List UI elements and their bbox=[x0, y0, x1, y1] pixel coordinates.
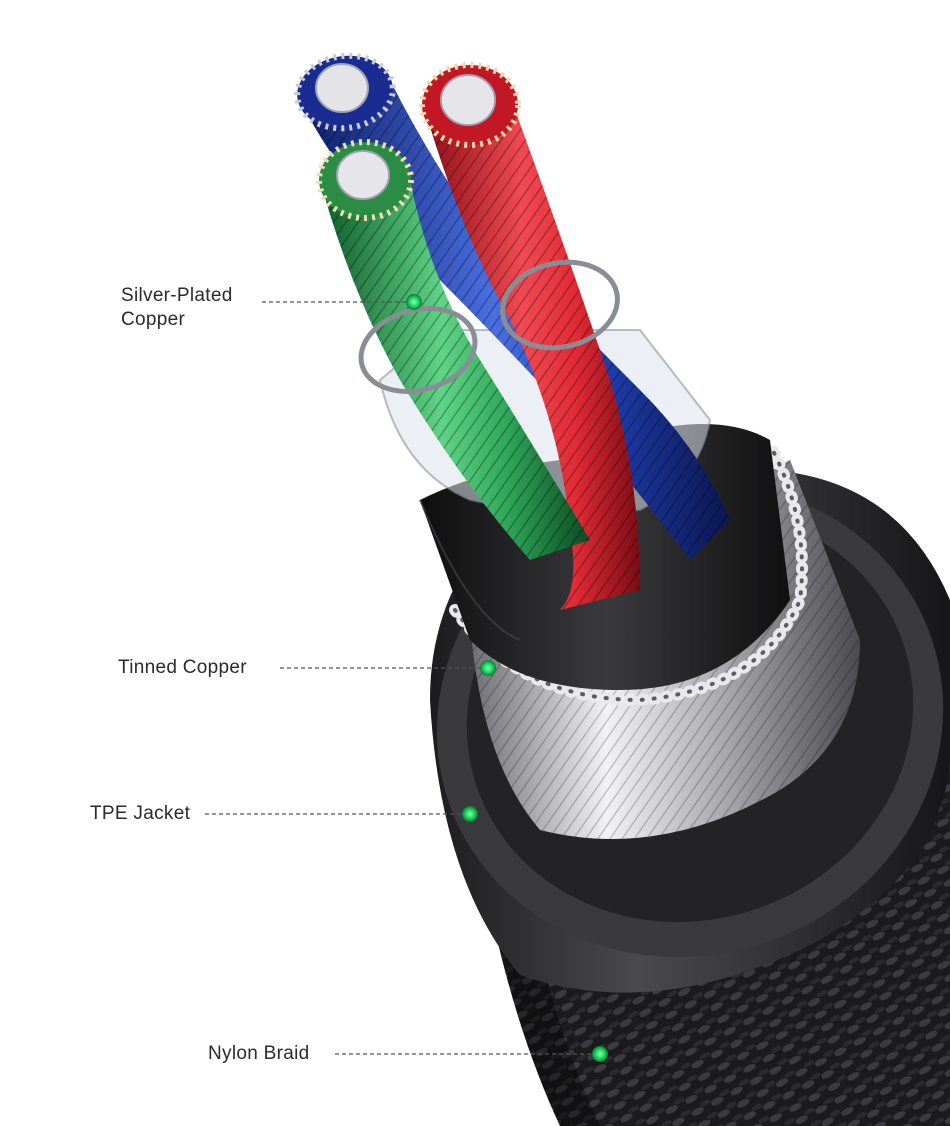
label-nylon-braid: Nylon Braid bbox=[208, 1043, 310, 1064]
marker-nylon-braid bbox=[592, 1046, 608, 1062]
label-silver-plated-line1: Silver-Plated bbox=[121, 285, 233, 306]
red-conductor-wire bbox=[419, 62, 640, 610]
label-tpe-jacket: TPE Jacket bbox=[90, 803, 191, 824]
callout-markers bbox=[406, 294, 608, 1062]
label-tinned-copper: Tinned Copper bbox=[118, 657, 247, 678]
marker-tpe-jacket bbox=[462, 806, 478, 822]
green-conductor-wire bbox=[316, 139, 590, 560]
marker-tinned-copper bbox=[480, 660, 496, 676]
leader-lines bbox=[205, 301, 598, 1055]
label-silver-plated-line2: Copper bbox=[121, 309, 186, 330]
label-silver-plated-copper: Silver-Plated Copper bbox=[121, 284, 233, 332]
marker-silver-plated bbox=[406, 294, 422, 310]
